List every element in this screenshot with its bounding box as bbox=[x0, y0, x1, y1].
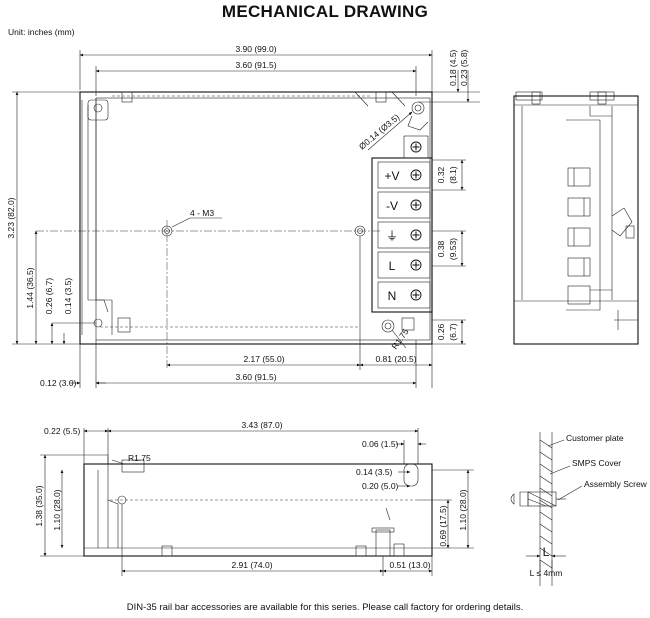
terminal-neg-v: -V bbox=[386, 199, 398, 213]
dim-slot-width: 0.06 (1.5) bbox=[362, 439, 399, 449]
terminal-block bbox=[371, 157, 433, 313]
dim-inner-width: 3.60 (91.5) bbox=[235, 60, 276, 70]
dim-left-offset: 0.12 (3.0) bbox=[40, 378, 77, 388]
footer-note: DIN-35 rail bar accessories are availabl… bbox=[126, 602, 524, 613]
dim-top-offset-a: 0.18 (4.5) bbox=[448, 49, 458, 86]
dim-front-bottom-right: 0.51 (13.0) bbox=[389, 560, 430, 570]
dim-front-right-mid: 0.69 (17.5) bbox=[438, 505, 448, 546]
dim-front-left-top: 0.22 (5.5) bbox=[44, 426, 81, 436]
dim-front-right-height: 1.10 (28.0) bbox=[458, 489, 468, 530]
detail-constraint: L ≤ 4mm bbox=[530, 568, 563, 578]
front-view: 0.22 (5.5) 3.43 (87.0) 0.06 (1.5) R1.75 … bbox=[34, 420, 474, 576]
dim-front-height-inner: 1.10 (28.0) bbox=[52, 489, 62, 530]
dim-hole-diameter: Ø0.14 (Ø3.5) bbox=[357, 112, 402, 152]
dim-hole-y: 1.44 (36.5) bbox=[25, 267, 35, 308]
terminal-pos-v: +V bbox=[384, 169, 399, 183]
dim-bottom-width: 3.60 (91.5) bbox=[235, 372, 276, 382]
dim-front-radius: R1.75 bbox=[128, 453, 151, 463]
dim-term-pitch-a: 0.32 bbox=[436, 166, 446, 183]
mounting-detail: L L ≤ 4mm Customer plate SMPS Cover Asse… bbox=[510, 432, 648, 586]
dim-term-pitch-b-mm: (9.53) bbox=[448, 238, 458, 260]
dim-term-pitch-b: 0.38 bbox=[436, 240, 446, 257]
terminal-ground: ⏚ bbox=[386, 229, 398, 243]
dim-left-a: 0.26 (6.7) bbox=[44, 278, 54, 315]
detail-smps-cover: SMPS Cover bbox=[572, 458, 621, 468]
front-view-outline bbox=[83, 463, 433, 557]
dim-overall-width: 3.90 (99.0) bbox=[235, 44, 276, 54]
detail-customer-plate: Customer plate bbox=[566, 433, 624, 443]
top-view: +V -V ⏚ L N 3.90 (99.0) 3.60 (91.5) bbox=[6, 44, 480, 388]
dim-front-height-total: 1.38 (35.0) bbox=[34, 485, 44, 526]
terminal-l: L bbox=[389, 259, 396, 273]
dim-slot-a: 0.14 (3.5) bbox=[356, 467, 393, 477]
dim-slot-b: 0.20 (5.0) bbox=[362, 481, 399, 491]
dim-front-width: 3.43 (87.0) bbox=[241, 420, 282, 430]
dim-height: 3.23 (82.0) bbox=[6, 197, 16, 238]
front-slot bbox=[403, 463, 419, 487]
terminal-n: N bbox=[388, 289, 397, 303]
page-title: MECHANICAL DRAWING bbox=[221, 2, 429, 21]
dim-top-offset-b: 0.23 (5.8) bbox=[459, 49, 469, 86]
dim-left-b: 0.14 (3.5) bbox=[63, 278, 73, 315]
dim-bottom-right-mm: (6.7) bbox=[448, 323, 458, 341]
dim-right-x: 0.81 (20.5) bbox=[375, 354, 416, 364]
mount-screw-label: 4 - M3 bbox=[190, 208, 214, 218]
dim-term-pitch-a-mm: (8.1) bbox=[448, 166, 458, 184]
dim-hole-x: 2.17 (55.0) bbox=[243, 354, 284, 364]
side-view bbox=[513, 91, 639, 345]
dim-front-bottom-width: 2.91 (74.0) bbox=[231, 560, 272, 570]
unit-label: Unit: inches (mm) bbox=[8, 27, 75, 37]
dim-bottom-right: 0.26 bbox=[436, 323, 446, 340]
detail-l-label: L bbox=[543, 545, 550, 559]
detail-assembly-screw: Assembly Screw bbox=[584, 479, 648, 489]
